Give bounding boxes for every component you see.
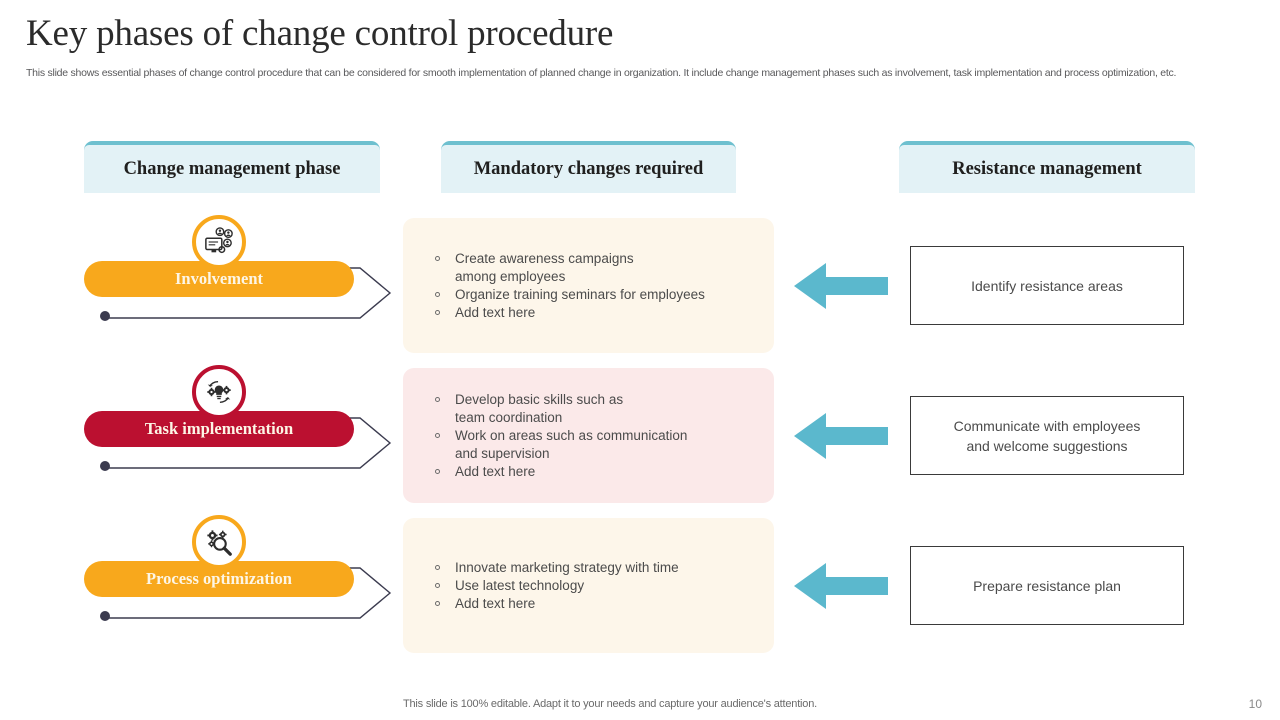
phase-label: Process optimization [146, 569, 292, 588]
bullet-item: Add text here [433, 595, 744, 613]
column-header-resistance-management: Resistance management [899, 141, 1195, 193]
bullet-item: Add text here [433, 304, 744, 322]
bullet-item: Develop basic skills such as team coordi… [433, 391, 744, 427]
column-header-change-management-phase: Change management phase [84, 141, 380, 193]
phase-badge-task-implementation[interactable]: Task implementation [84, 411, 354, 447]
bullet-item: Organize training seminars for employees [433, 286, 744, 304]
team-collaboration-icon [192, 215, 246, 269]
bullet-item: Add text here [433, 463, 744, 481]
phase-label: Involvement [175, 269, 263, 288]
bullet-item: Work on areas such as communication and … [433, 427, 744, 463]
idea-gears-icon [192, 365, 246, 419]
resistance-box: Prepare resistance plan [910, 546, 1184, 625]
magnifier-gears-icon [192, 515, 246, 569]
bullet-item: Use latest technology [433, 577, 744, 595]
phase-timeline-dot [100, 611, 110, 621]
resistance-box: Communicate with employees and welcome s… [910, 396, 1184, 475]
bullet-item: Innovate marketing strategy with time [433, 559, 744, 577]
column-header-mandatory-changes-required: Mandatory changes required [441, 141, 736, 193]
mandatory-changes-card: Create awareness campaigns among employe… [403, 218, 774, 353]
phase-timeline-dot [100, 461, 110, 471]
bullet-list: Create awareness campaigns among employe… [433, 250, 744, 322]
page-subtitle: This slide shows essential phases of cha… [26, 67, 1177, 79]
page-number: 10 [1248, 697, 1262, 711]
mandatory-changes-card: Innovate marketing strategy with time Us… [403, 518, 774, 653]
resistance-box: Identify resistance areas [910, 246, 1184, 325]
phase-row[interactable]: Involvement [84, 215, 392, 345]
column-header-label: Mandatory changes required [441, 145, 736, 193]
bullet-list: Develop basic skills such as team coordi… [433, 391, 744, 481]
left-arrow-icon [794, 563, 888, 609]
footer-note: This slide is 100% editable. Adapt it to… [403, 698, 817, 710]
column-header-label: Resistance management [899, 145, 1195, 193]
bullet-item: Create awareness campaigns among employe… [433, 250, 744, 286]
phase-row[interactable]: Process optimization [84, 515, 392, 645]
phase-timeline-dot [100, 311, 110, 321]
bullet-list: Innovate marketing strategy with time Us… [433, 559, 744, 613]
left-arrow-icon [794, 263, 888, 309]
page-title: Key phases of change control procedure [26, 13, 614, 54]
left-arrow-icon [794, 413, 888, 459]
phase-row[interactable]: Task implementation [84, 365, 392, 495]
phase-label: Task implementation [144, 419, 294, 438]
column-header-label: Change management phase [84, 145, 380, 193]
mandatory-changes-card: Develop basic skills such as team coordi… [403, 368, 774, 503]
